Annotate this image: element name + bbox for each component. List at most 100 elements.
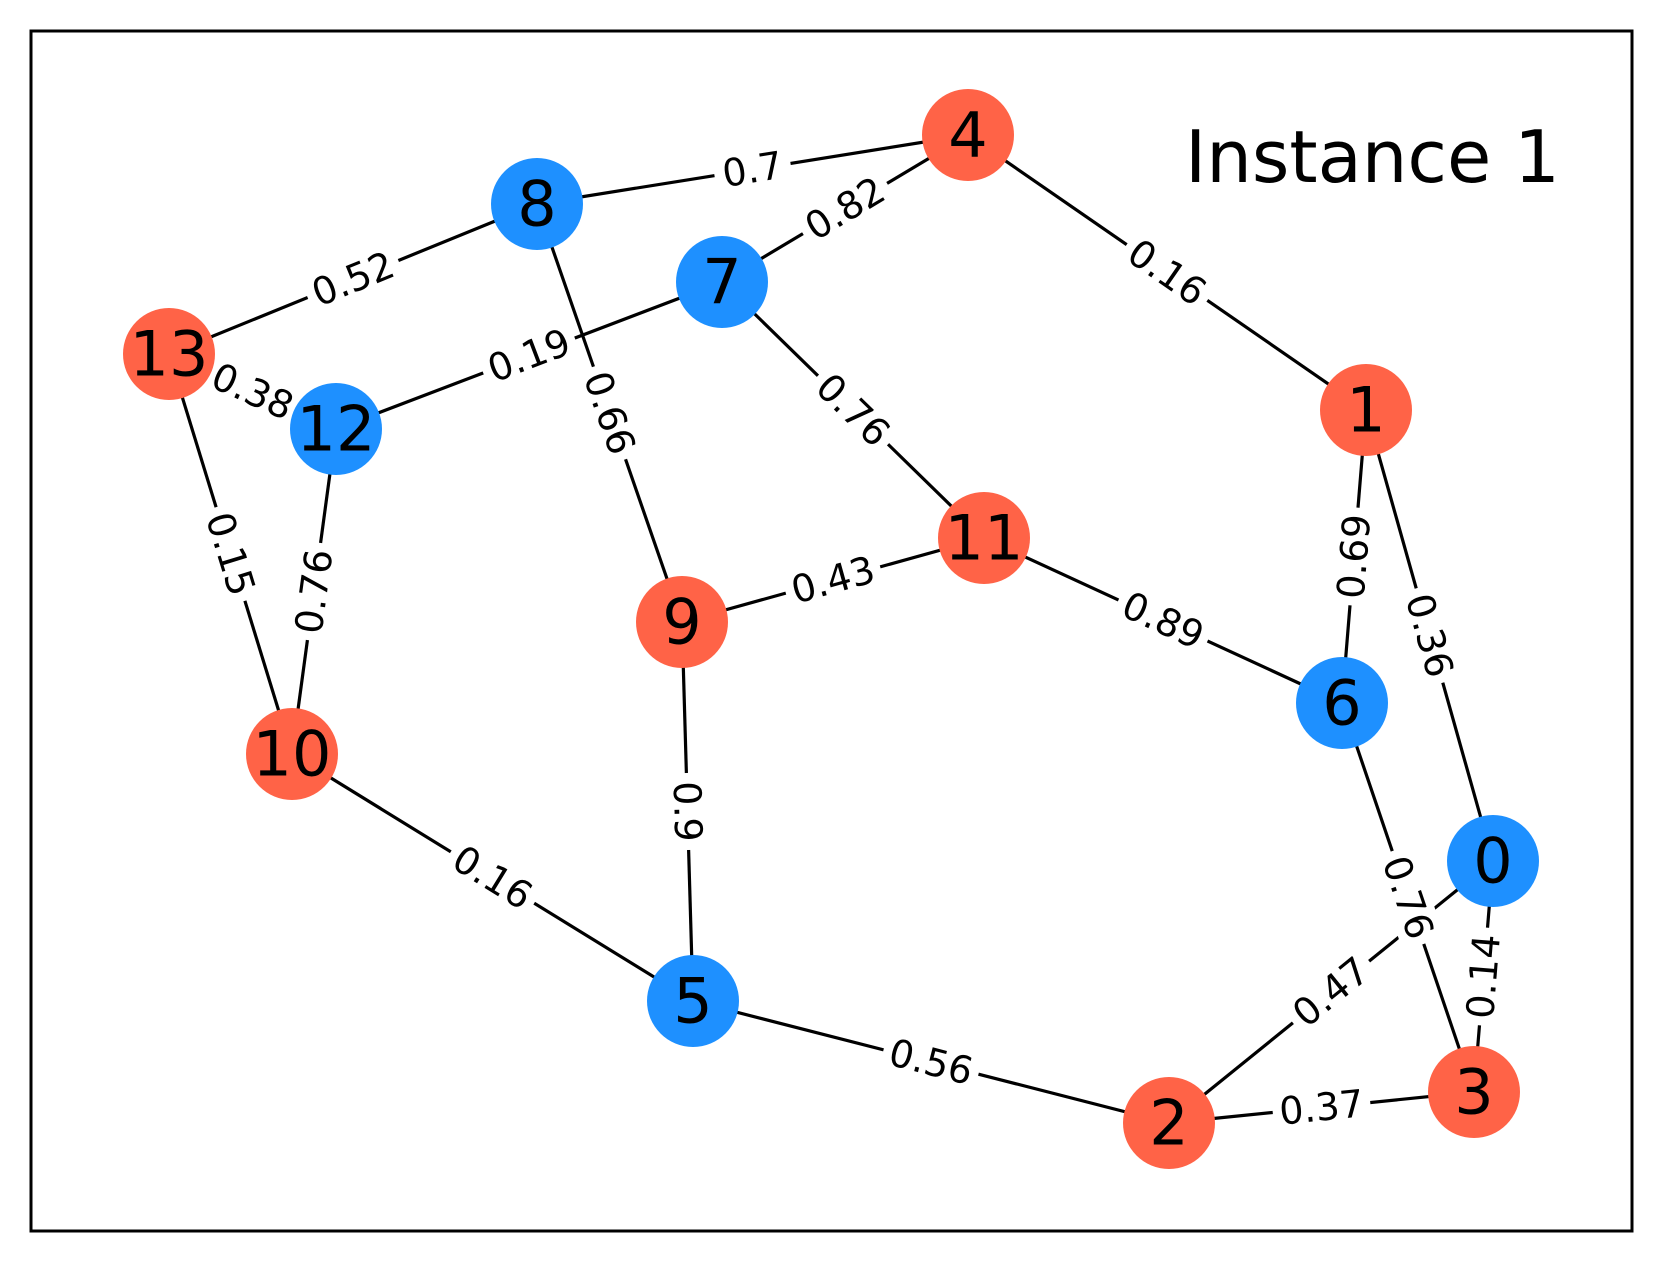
node-label: 1 <box>1346 374 1385 447</box>
edge-label-background <box>439 833 546 922</box>
edge-label-background <box>1279 944 1383 1040</box>
edge-label-9-5: 0.9 <box>664 772 711 851</box>
node-label: 13 <box>130 318 209 391</box>
edge-label-8-4: 0.7 <box>711 141 794 198</box>
node-circle <box>636 576 728 668</box>
node-13: 13 <box>123 308 215 400</box>
edge-weight-text: 0.89 <box>1115 583 1210 658</box>
node-circle <box>1447 815 1539 907</box>
edge-label-background <box>1371 844 1445 951</box>
node-label: 8 <box>517 168 556 241</box>
edge-label-background <box>779 545 887 615</box>
edge-label-background <box>1457 925 1510 1028</box>
node-label: 3 <box>1454 1056 1493 1129</box>
edge-label-13-8: 0.52 <box>299 240 407 318</box>
edge-weight-text: 0.76 <box>287 547 342 637</box>
edge-weight-text: 0.76 <box>1374 850 1443 944</box>
edge-label-background <box>664 772 711 851</box>
edge-label-13-12: 0.38 <box>198 351 307 432</box>
edge-label-0-3: 0.14 <box>1457 925 1510 1028</box>
edge-weight-text: 0.69 <box>1329 513 1380 601</box>
edge-label-background <box>1109 580 1217 661</box>
edge-label-10-5: 0.16 <box>439 833 546 922</box>
node-circle <box>1296 657 1388 749</box>
edge-label-2-3: 0.37 <box>1270 1080 1373 1135</box>
edge-label-12-7: 0.19 <box>475 317 583 394</box>
edge-weight-text: 0.9 <box>665 781 711 843</box>
node-11: 11 <box>938 492 1030 584</box>
node-circle <box>491 158 583 250</box>
node-circle <box>1320 364 1412 456</box>
node-label: 9 <box>662 586 701 659</box>
node-label: 12 <box>297 393 376 466</box>
edge-label-background <box>1270 1080 1373 1135</box>
edge-weight-text: 0.14 <box>1458 933 1509 1021</box>
edge-label-background <box>285 539 343 644</box>
node-12: 12 <box>290 383 382 475</box>
node-label: 4 <box>948 99 987 172</box>
edge-label-0-2: 0.47 <box>1279 944 1383 1040</box>
node-circle <box>290 383 382 475</box>
node-10: 10 <box>246 708 338 800</box>
node-circle <box>123 308 215 400</box>
edge-label-background <box>1328 505 1380 608</box>
node-2: 2 <box>1123 1077 1215 1169</box>
node-label: 2 <box>1149 1087 1188 1160</box>
edge-label-background <box>711 141 794 198</box>
node-circle <box>647 955 739 1047</box>
edge-label-5-2: 0.56 <box>878 1028 984 1096</box>
edge-label-background <box>802 360 904 460</box>
edge-label-background <box>299 240 407 318</box>
edge-weight-text: 0.38 <box>205 354 300 429</box>
edge-weight-text: 0.37 <box>1277 1081 1366 1133</box>
edge-weight-text: 0.7 <box>719 143 786 196</box>
edge-label-background <box>791 164 899 253</box>
node-0: 0 <box>1447 815 1539 907</box>
edge-weight-text: 0.19 <box>482 320 577 391</box>
edge-weight-text: 0.36 <box>1397 589 1462 682</box>
node-4: 4 <box>922 89 1014 181</box>
edge-label-13-10: 0.15 <box>195 500 266 608</box>
node-label: 7 <box>702 246 741 319</box>
edge-label-background <box>878 1028 984 1096</box>
edge-label-9-11: 0.43 <box>779 545 887 615</box>
edge-label-11-6: 0.89 <box>1109 580 1217 661</box>
edge-label-background <box>1395 582 1464 689</box>
edge-label-background <box>198 351 307 432</box>
node-circle <box>246 708 338 800</box>
edge-label-7-4: 0.82 <box>791 164 899 253</box>
node-3: 3 <box>1428 1046 1520 1138</box>
node-label: 11 <box>945 502 1024 575</box>
node-8: 8 <box>491 158 583 250</box>
edge-label-background <box>1114 226 1220 319</box>
node-5: 5 <box>647 955 739 1047</box>
node-label: 5 <box>673 965 712 1038</box>
node-circle <box>922 89 1014 181</box>
node-7: 7 <box>676 236 768 328</box>
node-label: 10 <box>253 718 332 791</box>
node-label: 6 <box>1322 667 1361 740</box>
edge-weight-text: 0.15 <box>197 507 264 601</box>
diagram-title: Instance 1 <box>1185 115 1560 199</box>
node-circle <box>1123 1077 1215 1169</box>
edge-label-1-6: 0.69 <box>1328 505 1380 608</box>
node-1: 1 <box>1320 364 1412 456</box>
edge-weight-text: 0.43 <box>786 547 879 612</box>
node-circle <box>938 492 1030 584</box>
edge-weight-text: 0.56 <box>885 1030 978 1094</box>
edge-label-background <box>475 317 583 394</box>
edge-weight-text: 0.66 <box>575 366 644 460</box>
edge-label-background <box>195 500 266 608</box>
node-circle <box>1428 1046 1520 1138</box>
edge-label-12-10: 0.76 <box>285 539 343 644</box>
node-6: 6 <box>1296 657 1388 749</box>
edge-label-1-0: 0.36 <box>1395 582 1464 689</box>
edge-label-background <box>572 359 647 467</box>
node-label: 0 <box>1473 825 1512 898</box>
node-circle <box>676 236 768 328</box>
plot-frame <box>29 29 1634 1233</box>
node-9: 9 <box>636 576 728 668</box>
edge-label-4-1: 0.16 <box>1114 226 1220 319</box>
